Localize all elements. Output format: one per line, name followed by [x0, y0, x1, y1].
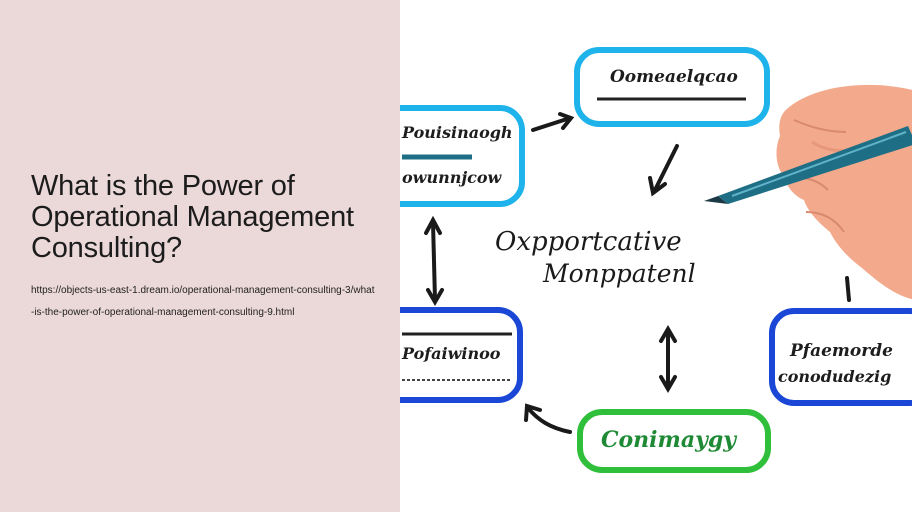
left-bottom-box-label: Pofaiwinoo [401, 344, 501, 363]
article-panel: What is the Power of Operational Managem… [0, 0, 400, 512]
left-top-box-label: Pouisinaogh [401, 123, 513, 142]
top-box-label: Oomeaelqcao [610, 67, 738, 87]
article-url[interactable]: https://objects-us-east-1.dream.io/opera… [31, 285, 375, 318]
left-top-box-sublabel: owunnjcow [402, 168, 503, 187]
hand-icon [776, 85, 912, 300]
center-sublabel: Monppatenl [542, 259, 696, 288]
right-box-sublabel: conodudezig [778, 367, 891, 386]
center-label: Oxpportcative [495, 227, 682, 257]
right-box: Pfaemorde conodudezig [769, 308, 912, 406]
arrow-bottom-to-left [526, 406, 572, 434]
bottom-box: Conimaygy [577, 409, 771, 473]
arrow-top-to-center [652, 144, 679, 194]
left-top-box: Pouisinaogh owunnjcow [400, 105, 525, 207]
diagram-illustration: Oomeaelqcao Pouisinaogh owunnjcow Pofaiw… [400, 0, 912, 512]
arrow-left-top-to-top [531, 116, 572, 132]
cycle-arrows [424, 112, 851, 434]
management-cycle-diagram: Oomeaelqcao Pouisinaogh owunnjcow Pofaiw… [400, 47, 912, 473]
hand-with-pen [704, 85, 912, 300]
top-box: Oomeaelqcao [574, 47, 770, 127]
left-bottom-box: Pofaiwinoo [400, 307, 523, 403]
arrow-right-side [845, 276, 851, 302]
page-title: What is the Power of Operational Managem… [31, 170, 354, 264]
arrow-vertical-left [431, 220, 437, 302]
bottom-box-label: Conimaygy [601, 427, 738, 453]
right-box-label: Pfaemorde [789, 341, 893, 361]
